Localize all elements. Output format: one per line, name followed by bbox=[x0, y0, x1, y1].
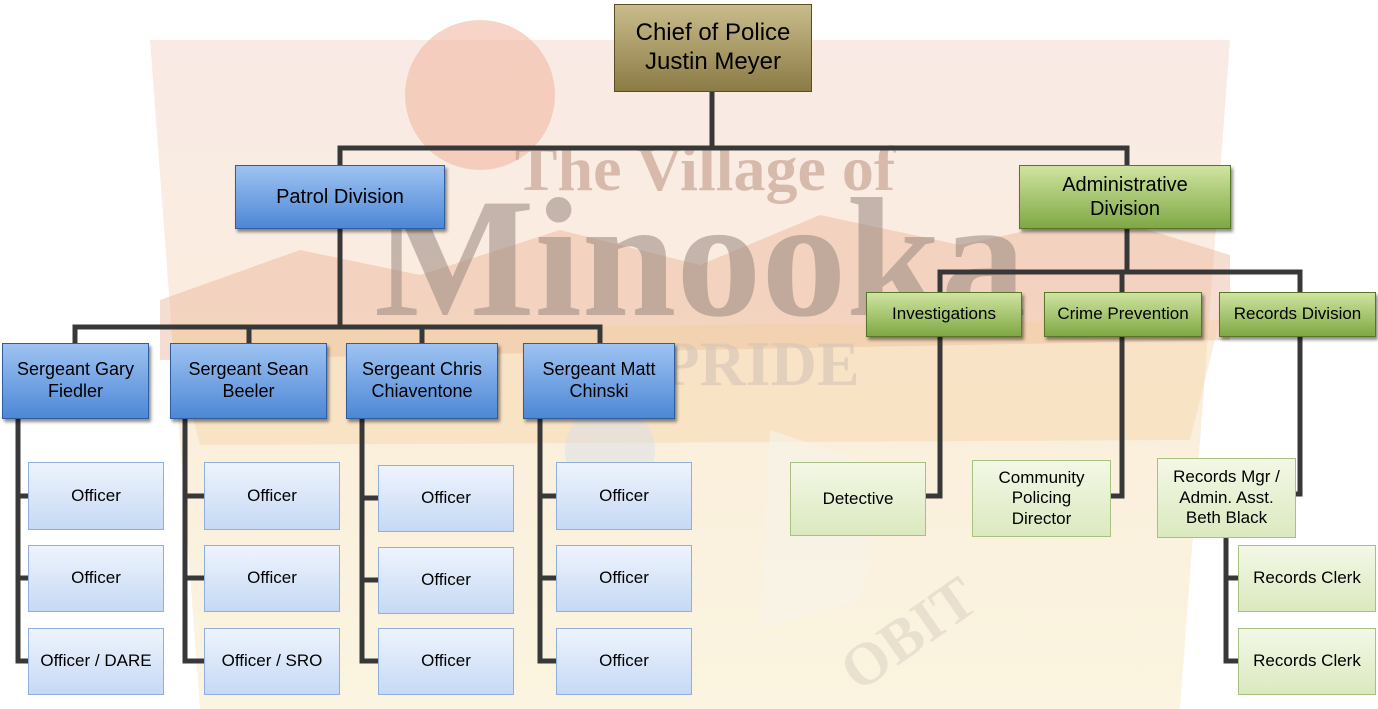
records-division-label: Records Division bbox=[1233, 304, 1362, 324]
administrative-division-box: Administrative Division bbox=[1019, 165, 1231, 229]
officer-box: Officer / SRO bbox=[204, 628, 340, 695]
watermark-line1: The Village of bbox=[515, 133, 896, 204]
officer-box: Officer bbox=[204, 545, 340, 612]
officer-label: Officer bbox=[599, 485, 649, 505]
sergeant-label: Sergeant Sean Beeler bbox=[188, 359, 309, 401]
investigations-label: Investigations bbox=[892, 304, 996, 324]
detective-label: Detective bbox=[822, 488, 894, 508]
chief-label: Chief of Police Justin Meyer bbox=[635, 19, 791, 75]
sergeant-label: Sergeant Gary Fiedler bbox=[16, 359, 135, 401]
officer-label: Officer bbox=[599, 651, 649, 671]
officer-box: Officer bbox=[556, 545, 692, 612]
sergeant-box: Sergeant Gary Fiedler bbox=[2, 343, 149, 419]
officer-box: Officer bbox=[556, 462, 692, 530]
officer-label: Officer bbox=[71, 485, 121, 505]
watermark-line3: PRIDE bbox=[660, 328, 859, 399]
chief-of-police-box: Chief of Police Justin Meyer bbox=[614, 4, 812, 92]
records-clerk-label: Records Clerk bbox=[1253, 568, 1361, 588]
crime-prevention-box: Crime Prevention bbox=[1044, 292, 1202, 337]
patrol-division-label: Patrol Division bbox=[276, 186, 404, 208]
officer-label: Officer bbox=[71, 568, 121, 588]
records-clerk-label: Records Clerk bbox=[1253, 651, 1361, 671]
officer-box: Officer bbox=[28, 545, 164, 612]
officer-label: Officer bbox=[421, 651, 471, 671]
officer-label: Officer / SRO bbox=[221, 651, 323, 671]
officer-box: Officer bbox=[204, 462, 340, 530]
officer-label: Officer bbox=[421, 570, 471, 590]
officer-box: Officer bbox=[378, 465, 514, 532]
sergeant-box: Sergeant Chris Chiaventone bbox=[346, 343, 498, 419]
officer-box: Officer bbox=[378, 628, 514, 695]
officer-label: Officer bbox=[421, 488, 471, 508]
records-division-box: Records Division bbox=[1219, 292, 1376, 337]
officer-label: Officer bbox=[247, 485, 297, 505]
officer-box: Officer bbox=[378, 547, 514, 614]
detective-box: Detective bbox=[790, 462, 926, 536]
sergeant-label: Sergeant Chris Chiaventone bbox=[361, 359, 483, 401]
sergeant-box: Sergeant Matt Chinski bbox=[523, 343, 675, 419]
records-manager-label: Records Mgr / Admin. Asst. Beth Black bbox=[1173, 467, 1280, 528]
records-clerk-box: Records Clerk bbox=[1238, 545, 1376, 612]
officer-box: Officer / DARE bbox=[28, 628, 164, 695]
records-manager-box: Records Mgr / Admin. Asst. Beth Black bbox=[1157, 458, 1296, 538]
officer-label: Officer bbox=[247, 568, 297, 588]
officer-box: Officer bbox=[556, 628, 692, 695]
patrol-division-box: Patrol Division bbox=[235, 165, 445, 229]
crime-prevention-label: Crime Prevention bbox=[1057, 304, 1189, 324]
community-policing-director-label: Community Policing Director bbox=[998, 467, 1085, 528]
officer-box: Officer bbox=[28, 462, 164, 530]
officer-label: Officer / DARE bbox=[40, 651, 152, 671]
sergeant-label: Sergeant Matt Chinski bbox=[542, 359, 656, 401]
officer-label: Officer bbox=[599, 568, 649, 588]
investigations-box: Investigations bbox=[866, 292, 1022, 337]
sergeant-box: Sergeant Sean Beeler bbox=[170, 343, 327, 419]
community-policing-director-box: Community Policing Director bbox=[972, 460, 1111, 537]
records-clerk-box: Records Clerk bbox=[1238, 628, 1376, 695]
administrative-division-label: Administrative Division bbox=[1062, 174, 1188, 220]
